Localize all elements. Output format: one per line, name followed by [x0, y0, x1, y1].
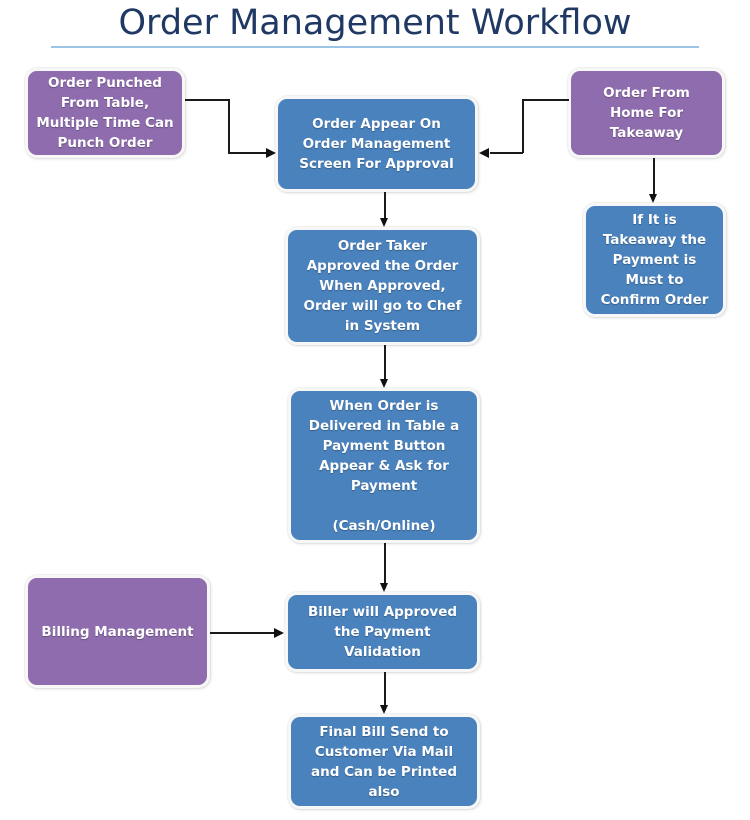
edge-biller-to-final-segment-v [384, 672, 386, 710]
title-underline-rule [51, 46, 699, 48]
node-takeaway-payment-must[interactable]: If It is Takeaway the Payment is Must to… [583, 203, 726, 317]
edge-punched-to-appear-segment-h1 [185, 99, 230, 101]
node-payment-button-appear[interactable]: When Order is Delivered in Table a Payme… [288, 388, 480, 543]
node-biller-approved-validation[interactable]: Biller will Approved the Payment Validat… [285, 592, 480, 672]
edge-home-to-appear-arrowhead [479, 147, 489, 158]
edge-punched-to-appear-arrowhead [266, 147, 276, 158]
node-final-bill-send[interactable]: Final Bill Send to Customer Via Mail and… [288, 714, 480, 809]
edge-home-to-takeaway-arrowhead [648, 194, 657, 203]
edge-home-to-appear-segment-h1 [522, 99, 569, 101]
node-order-appear-on-screen[interactable]: Order Appear On Order Management Screen … [275, 96, 478, 192]
edge-home-to-appear-segment-h2 [490, 152, 523, 154]
node-order-from-home-takeaway[interactable]: Order From Home For Takeaway [568, 68, 725, 158]
edge-appear-to-taker-segment-v [384, 192, 386, 223]
page-title: Order Management Workflow [118, 3, 632, 43]
node-order-taker-approved[interactable]: Order Taker Approved the Order When Appr… [285, 227, 480, 345]
edge-payment-to-biller-arrowhead [379, 583, 388, 592]
edge-billing-to-biller-segment-h [210, 632, 275, 634]
edge-taker-to-payment-segment-v [384, 345, 386, 384]
edge-billing-to-biller-arrowhead [274, 627, 284, 638]
edge-punched-to-appear-segment-v [228, 99, 230, 153]
edge-punched-to-appear-segment-h2 [228, 152, 267, 154]
edge-payment-to-biller-segment-v [384, 543, 386, 588]
node-order-punched-from-table[interactable]: Order Punched From Table, Multiple Time … [25, 68, 185, 158]
edge-taker-to-payment-arrowhead [379, 379, 388, 388]
node-billing-management[interactable]: Billing Management [25, 575, 210, 688]
edge-home-to-appear-segment-v [522, 99, 524, 153]
edge-appear-to-taker-arrowhead [379, 218, 388, 227]
edge-biller-to-final-arrowhead [379, 705, 388, 714]
edge-home-to-takeaway-segment-v [653, 158, 655, 198]
